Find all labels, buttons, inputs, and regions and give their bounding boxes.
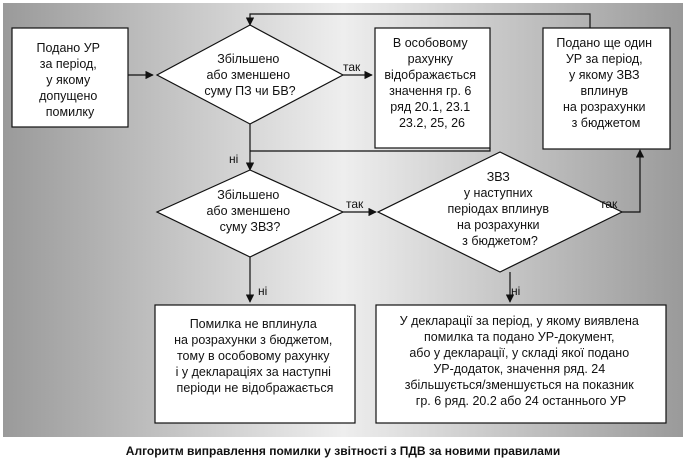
edge-decision3-yes [622,149,645,213]
edge-label-d3-no: ні [511,284,520,298]
edge-label-d2-yes: так [346,197,364,211]
node-start-text: Подано УР за період, у якому допущено по… [37,41,104,119]
node-decision2-text: Збільшено або зменшено суму ЗВЗ? [206,188,293,234]
node-no-effect-box [154,304,356,424]
edge-label-d3-yes: так [600,197,618,211]
node-no-effect-text: Помилка не вплинула на розрахунки з бюдж… [174,317,336,395]
node-start-box [11,27,129,128]
edge-special-account-return [250,148,491,152]
node-special-account-box [374,27,491,149]
edge-label-d1-no: ні [229,152,238,166]
node-another-ur-box [542,27,671,150]
node-special-account-text: В особовому рахунку відображається значе… [384,36,479,130]
node-decision3-diamond [376,151,624,273]
shapes [11,24,671,424]
figure-caption: Алгоритм виправлення помилки у звітності… [126,444,560,458]
node-decision3-text: ЗВЗ у наступних періодах вплинув на розр… [447,170,552,248]
node-decision1-diamond [155,24,345,125]
edge-label-d1-yes: так [343,60,361,74]
node-declaration-text: У декларації за період, у якому виявлена… [400,314,643,408]
node-declaration-box [375,304,667,424]
node-another-ur-text: Подано ще один УР за період, у якому ЗВЗ… [556,36,655,130]
node-decision2-diamond [155,169,345,258]
edge-another-ur-loop [245,13,591,28]
node-decision1-text: Збільшено або зменшено суму ПЗ чи БВ? [204,52,295,98]
edge-label-d2-no: ні [258,284,267,298]
connectors [128,13,645,303]
